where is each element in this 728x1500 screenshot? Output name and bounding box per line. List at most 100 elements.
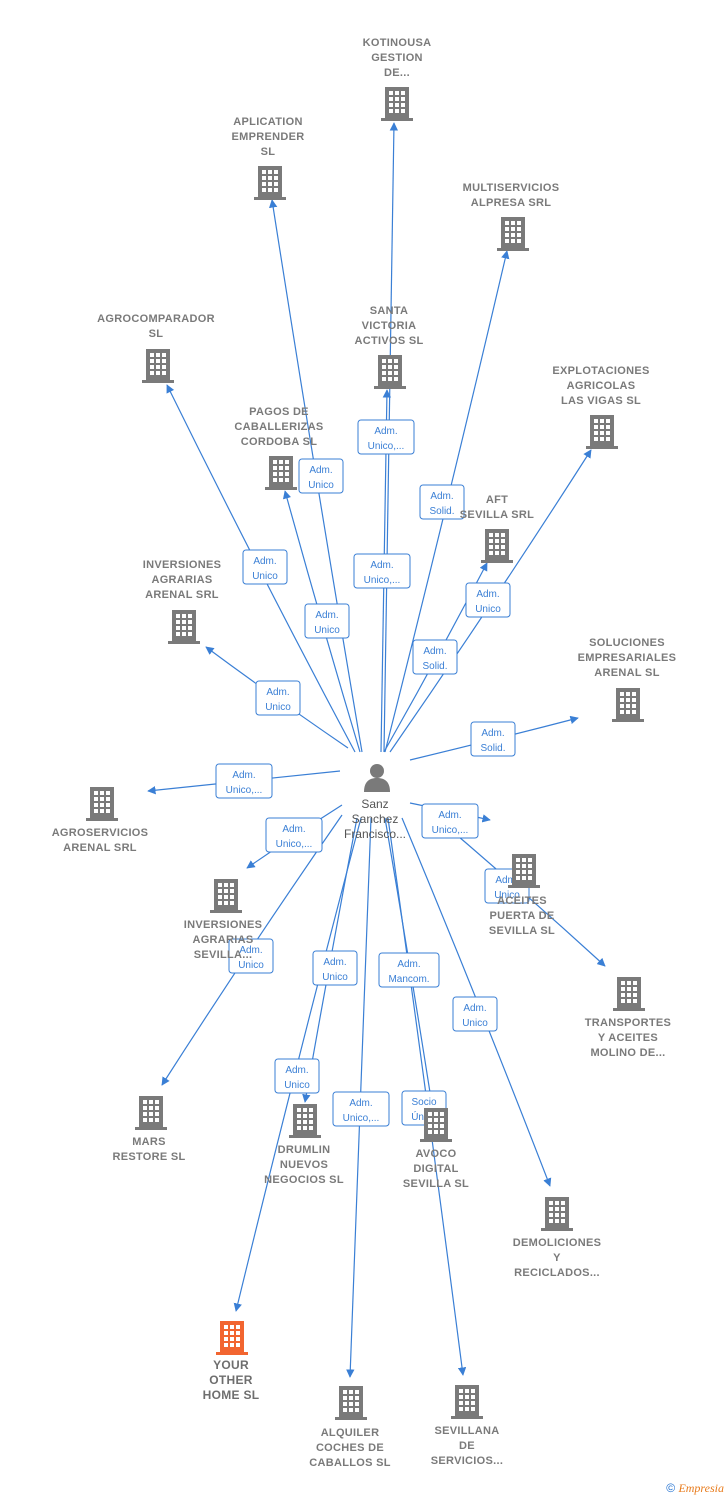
company-name-line: ALPRESA SRL <box>471 197 552 209</box>
role-label-box <box>412 639 458 675</box>
building-icon <box>541 1197 573 1231</box>
company-name-line: VICTORIA <box>362 320 417 332</box>
company-name-line: SEVILLANA <box>434 1425 499 1437</box>
company-name-line: ALQUILER <box>321 1427 380 1439</box>
role-label-text: Unico <box>238 960 264 971</box>
company-name-line: SANTA <box>370 305 409 317</box>
role-label-kotinousa[interactable]: Adm.Unico,... <box>357 419 415 455</box>
building-icon <box>254 166 286 200</box>
role-label-mars-restore[interactable]: Adm. Unico <box>228 938 274 974</box>
company-node-sevillana-servicios[interactable]: SEVILLANADESERVICIOS... <box>431 1385 503 1467</box>
role-label-inversiones-agrarias-arenal[interactable]: Adm.Unico <box>255 680 301 716</box>
role-label-text: Adm. <box>323 957 346 968</box>
person-name-line-3: Francisco... <box>344 827 406 841</box>
company-node-santa-victoria[interactable]: SANTA VICTORIA ACTIVOS SL <box>354 305 423 389</box>
role-label-box <box>332 1091 390 1127</box>
person-node[interactable]: Sanz Sanchez Francisco... <box>344 764 406 841</box>
building-icon <box>168 610 200 644</box>
role-label-text: Unico <box>314 625 340 636</box>
role-label-aft-sevilla[interactable]: Adm.Solid. <box>412 639 458 675</box>
nodes-layer: KOTINOUSAGESTIONDE...APLICATIONEMPRENDER… <box>52 37 677 1469</box>
building-icon <box>481 529 513 563</box>
role-label-text: Unico,... <box>368 441 405 452</box>
role-label-pagos-caballerizas[interactable]: Adm.Unico <box>304 603 350 639</box>
role-label-box <box>298 458 344 494</box>
building-icon <box>216 1321 248 1355</box>
company-name-line: MULTISERVICIOS <box>463 182 560 194</box>
role-label-agrocomparador[interactable]: Adm.Unico <box>242 549 288 585</box>
company-name-line: MARS <box>132 1136 166 1148</box>
company-name-line: Y <box>553 1252 561 1264</box>
role-label-drumlin[interactable]: Adm. Unico <box>312 950 358 986</box>
role-label-box <box>242 549 288 585</box>
company-name-line: DIGITAL <box>413 1163 458 1175</box>
role-label-aceites-puerta[interactable]: Adm.Unico,... <box>421 803 479 839</box>
role-label-text: Unico,... <box>364 575 401 586</box>
company-name-line: EMPRENDER <box>232 131 305 143</box>
role-label-avoco-digital[interactable]: Adm.Mancom. <box>378 952 440 988</box>
building-icon <box>210 879 242 913</box>
building-icon <box>586 415 618 449</box>
role-label-explotaciones-agricolas[interactable]: Adm.Unico <box>465 582 511 618</box>
role-label-box <box>452 996 498 1032</box>
role-label-multiservicios-alpresa[interactable]: Adm. Solid. <box>419 484 465 520</box>
company-node-inversiones-agrarias-sevilla[interactable]: INVERSIONESAGRARIASSEVILLA... <box>184 879 263 961</box>
company-name-line: AFT <box>486 494 508 506</box>
brand-logo[interactable]: Empresia <box>678 1481 724 1495</box>
role-label-text: Adm. <box>481 728 504 739</box>
company-name-line: PUERTA DE <box>489 910 554 922</box>
role-labels-layer: Adm.Unico,...Adm.UnicoAdm.Solid.Adm.Unic… <box>215 419 530 1127</box>
company-name-line: AGRARIAS <box>192 934 253 946</box>
role-label-demoliciones[interactable]: Adm.Unico <box>452 996 498 1032</box>
building-icon <box>289 1104 321 1138</box>
role-label-soluciones-empresariales[interactable]: Adm.Solid. <box>470 721 516 757</box>
role-label-box <box>470 721 516 757</box>
role-label-box <box>419 484 465 520</box>
role-label-inversiones-agrarias-sevilla[interactable]: Adm.Unico,... <box>265 817 323 853</box>
person-name-line-1: Sanz <box>361 797 388 811</box>
company-node-multiservicios-alpresa[interactable]: MULTISERVICIOS ALPRESA SRL <box>463 182 560 251</box>
company-name-line: GESTION <box>371 52 423 64</box>
person-icon <box>364 764 390 792</box>
role-label-text: Adm. <box>266 687 289 698</box>
role-label-text: Unico <box>322 972 348 983</box>
role-label-text: Adm. <box>430 491 453 502</box>
company-name-line: KOTINOUSA <box>363 37 432 49</box>
role-label-box <box>215 763 273 799</box>
company-name-line: DE <box>459 1440 475 1452</box>
company-name-line: MOLINO DE... <box>590 1047 665 1059</box>
role-label-text: Solid. <box>429 506 454 517</box>
role-label-santa-victoria[interactable]: Adm.Unico,... <box>353 553 411 589</box>
role-label-text: Unico <box>475 604 501 615</box>
building-icon <box>142 349 174 383</box>
role-label-text: Adm. <box>253 556 276 567</box>
role-label-aplication-emprender[interactable]: Adm.Unico <box>298 458 344 494</box>
role-label-alquiler-coches[interactable]: Adm.Unico,... <box>332 1091 390 1127</box>
building-icon <box>497 217 529 251</box>
company-node-demoliciones[interactable]: DEMOLICIONESYRECICLADOS... <box>513 1197 602 1279</box>
role-label-your-other-home[interactable]: Adm.Unico <box>274 1058 320 1094</box>
role-label-text: Unico,... <box>226 785 263 796</box>
company-name-line: DRUMLIN <box>278 1144 331 1156</box>
company-node-kotinousa[interactable]: KOTINOUSAGESTIONDE... <box>363 37 432 121</box>
role-label-text: Adm. <box>239 945 262 956</box>
company-name-line: ACTIVOS SL <box>354 335 423 347</box>
role-label-agroservicios-arenal[interactable]: Adm.Unico,... <box>215 763 273 799</box>
role-label-box <box>228 938 274 974</box>
